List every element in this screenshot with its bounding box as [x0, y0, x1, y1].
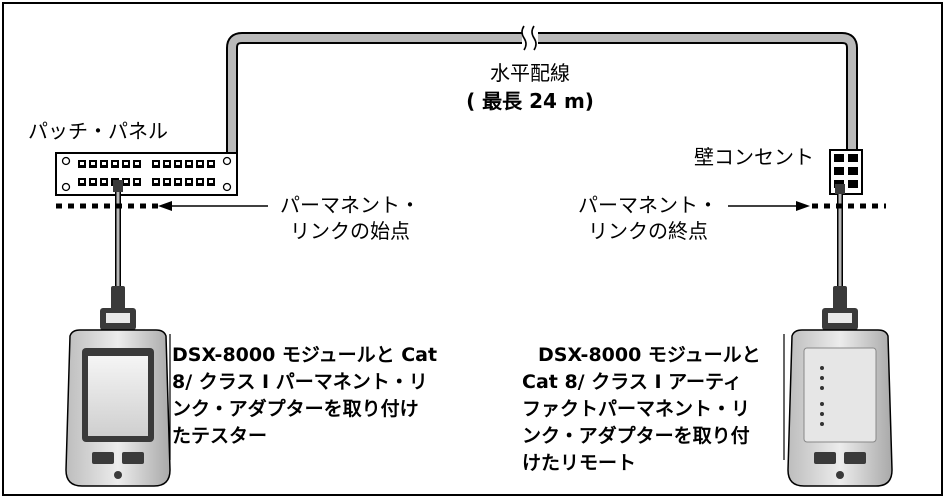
pl-start-label-2: リンクの始点	[290, 219, 410, 243]
patch-port-slot	[198, 162, 202, 165]
pl-start-marker	[56, 201, 268, 211]
remote-caption-line: Cat 8/ クラス I アーティ	[522, 371, 742, 393]
patch-port-slot	[80, 180, 84, 183]
remote-caption-line: ンク・アダプターを取り付	[522, 425, 750, 447]
patch-port-slot	[135, 180, 139, 183]
tester-cable	[111, 180, 125, 310]
pl-end-label-2: リンクの終点	[588, 219, 708, 243]
screw-icon	[222, 156, 232, 166]
wall-outlet	[829, 149, 863, 195]
patch-port-slot	[124, 162, 128, 165]
tester-caption-line: ンク・アダプターを取り付け	[172, 398, 419, 420]
tester-screen	[88, 356, 148, 436]
figure-frame	[2, 2, 943, 496]
screw-icon	[61, 182, 71, 192]
patch-panel-label: パッチ・パネル	[28, 119, 168, 143]
patch-port-slot	[198, 180, 202, 183]
patch-ports	[78, 160, 215, 186]
pl-end-marker	[728, 201, 886, 211]
patch-port-slot	[165, 162, 169, 165]
patch-port-slot	[209, 162, 213, 165]
patch-port-slot	[91, 162, 95, 165]
patch-port-slot	[209, 180, 213, 183]
patch-port-slot	[135, 162, 139, 165]
horizontal-cable	[226, 25, 858, 160]
remote-caption-line: DSX-8000 モジュールと	[538, 344, 761, 366]
wall-outlet-label: 壁コンセント	[694, 145, 814, 169]
tester-device	[65, 308, 171, 487]
remote-caption-line: けたリモート	[522, 452, 637, 474]
patch-port-slot	[154, 180, 158, 183]
patch-port-slot	[176, 162, 180, 165]
patch-port-slot	[80, 162, 84, 165]
patch-port-slot	[187, 162, 191, 165]
screw-icon	[222, 182, 232, 192]
patch-port-slot	[165, 180, 169, 183]
patch-port-slot	[102, 162, 106, 165]
patch-port-slot	[187, 180, 191, 183]
tester-caption-line: たテスター	[172, 425, 268, 447]
patch-port-slot	[176, 180, 180, 183]
max-length-label: ( 最長 24 m)	[466, 89, 594, 113]
patch-port-slot	[91, 180, 95, 183]
horizontal-wiring-label: 水平配線	[490, 61, 570, 85]
patch-port-slot	[154, 162, 158, 165]
patch-port-slot	[124, 180, 128, 183]
remote-device	[787, 308, 893, 487]
tester-caption-line: 8/ クラス I パーマネント・リ	[172, 371, 428, 393]
patch-port-slot	[102, 180, 106, 183]
pl-end-label-1: パーマネント・	[578, 193, 718, 217]
pl-start-label-1: パーマネント・	[280, 193, 420, 217]
screw-icon	[61, 156, 71, 166]
patch-port-slot	[113, 162, 117, 165]
remote-caption-line: ファクトパーマネント・リ	[522, 398, 751, 420]
tester-caption-line: DSX-8000 モジュールと Cat	[172, 344, 438, 366]
remote-cable	[833, 184, 847, 310]
patch-panel	[55, 152, 238, 196]
